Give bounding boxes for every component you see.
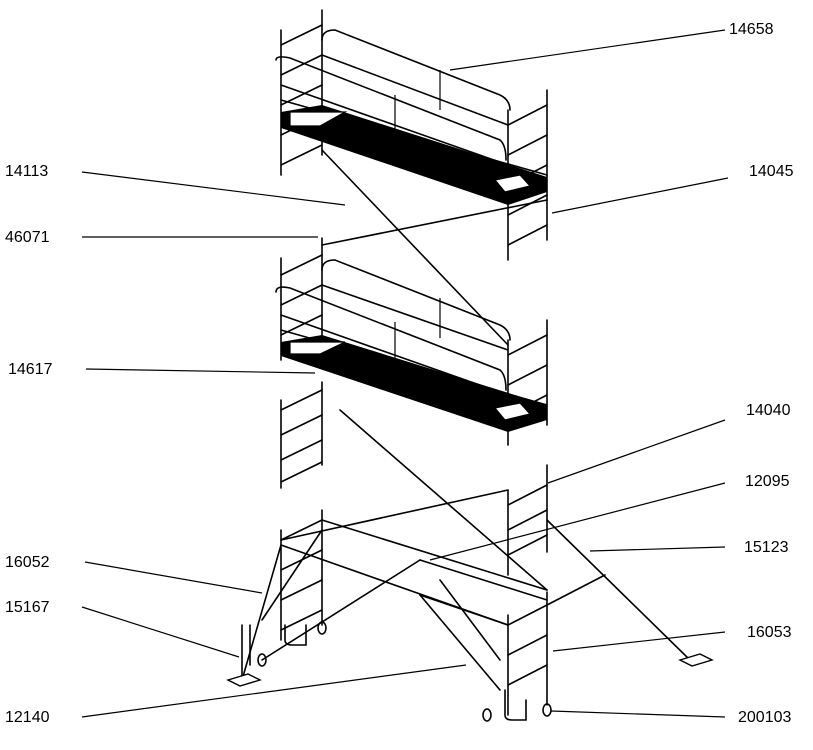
callout-14040: 14040 — [746, 402, 791, 419]
callout-16052: 16052 — [5, 554, 50, 571]
callout-14658: 14658 — [729, 21, 774, 38]
loose-ladder-frame — [280, 381, 323, 489]
callout-200103: 200103 — [738, 709, 791, 726]
callout-labels: 14658 14113 14045 46071 14617 14040 1209… — [5, 21, 794, 726]
callout-12095: 12095 — [745, 473, 790, 490]
callout-14113: 14113 — [5, 163, 48, 180]
diagonal-brace-upper-2 — [321, 199, 548, 246]
diagonal-brace-lower — [339, 409, 548, 591]
callout-12140: 12140 — [5, 709, 50, 726]
callout-14617: 14617 — [8, 361, 53, 378]
top-platform-level — [275, 9, 548, 261]
middle-platform-level — [275, 237, 548, 446]
callout-16053: 16053 — [747, 624, 792, 641]
callout-15167: 15167 — [5, 599, 50, 616]
diagonal-brace-upper — [321, 149, 509, 346]
callout-46071: 46071 — [5, 229, 50, 246]
leader-lines — [81, 29, 729, 718]
callout-15123: 15123 — [744, 539, 789, 556]
callout-14045: 14045 — [749, 163, 794, 180]
base-level — [226, 464, 714, 722]
